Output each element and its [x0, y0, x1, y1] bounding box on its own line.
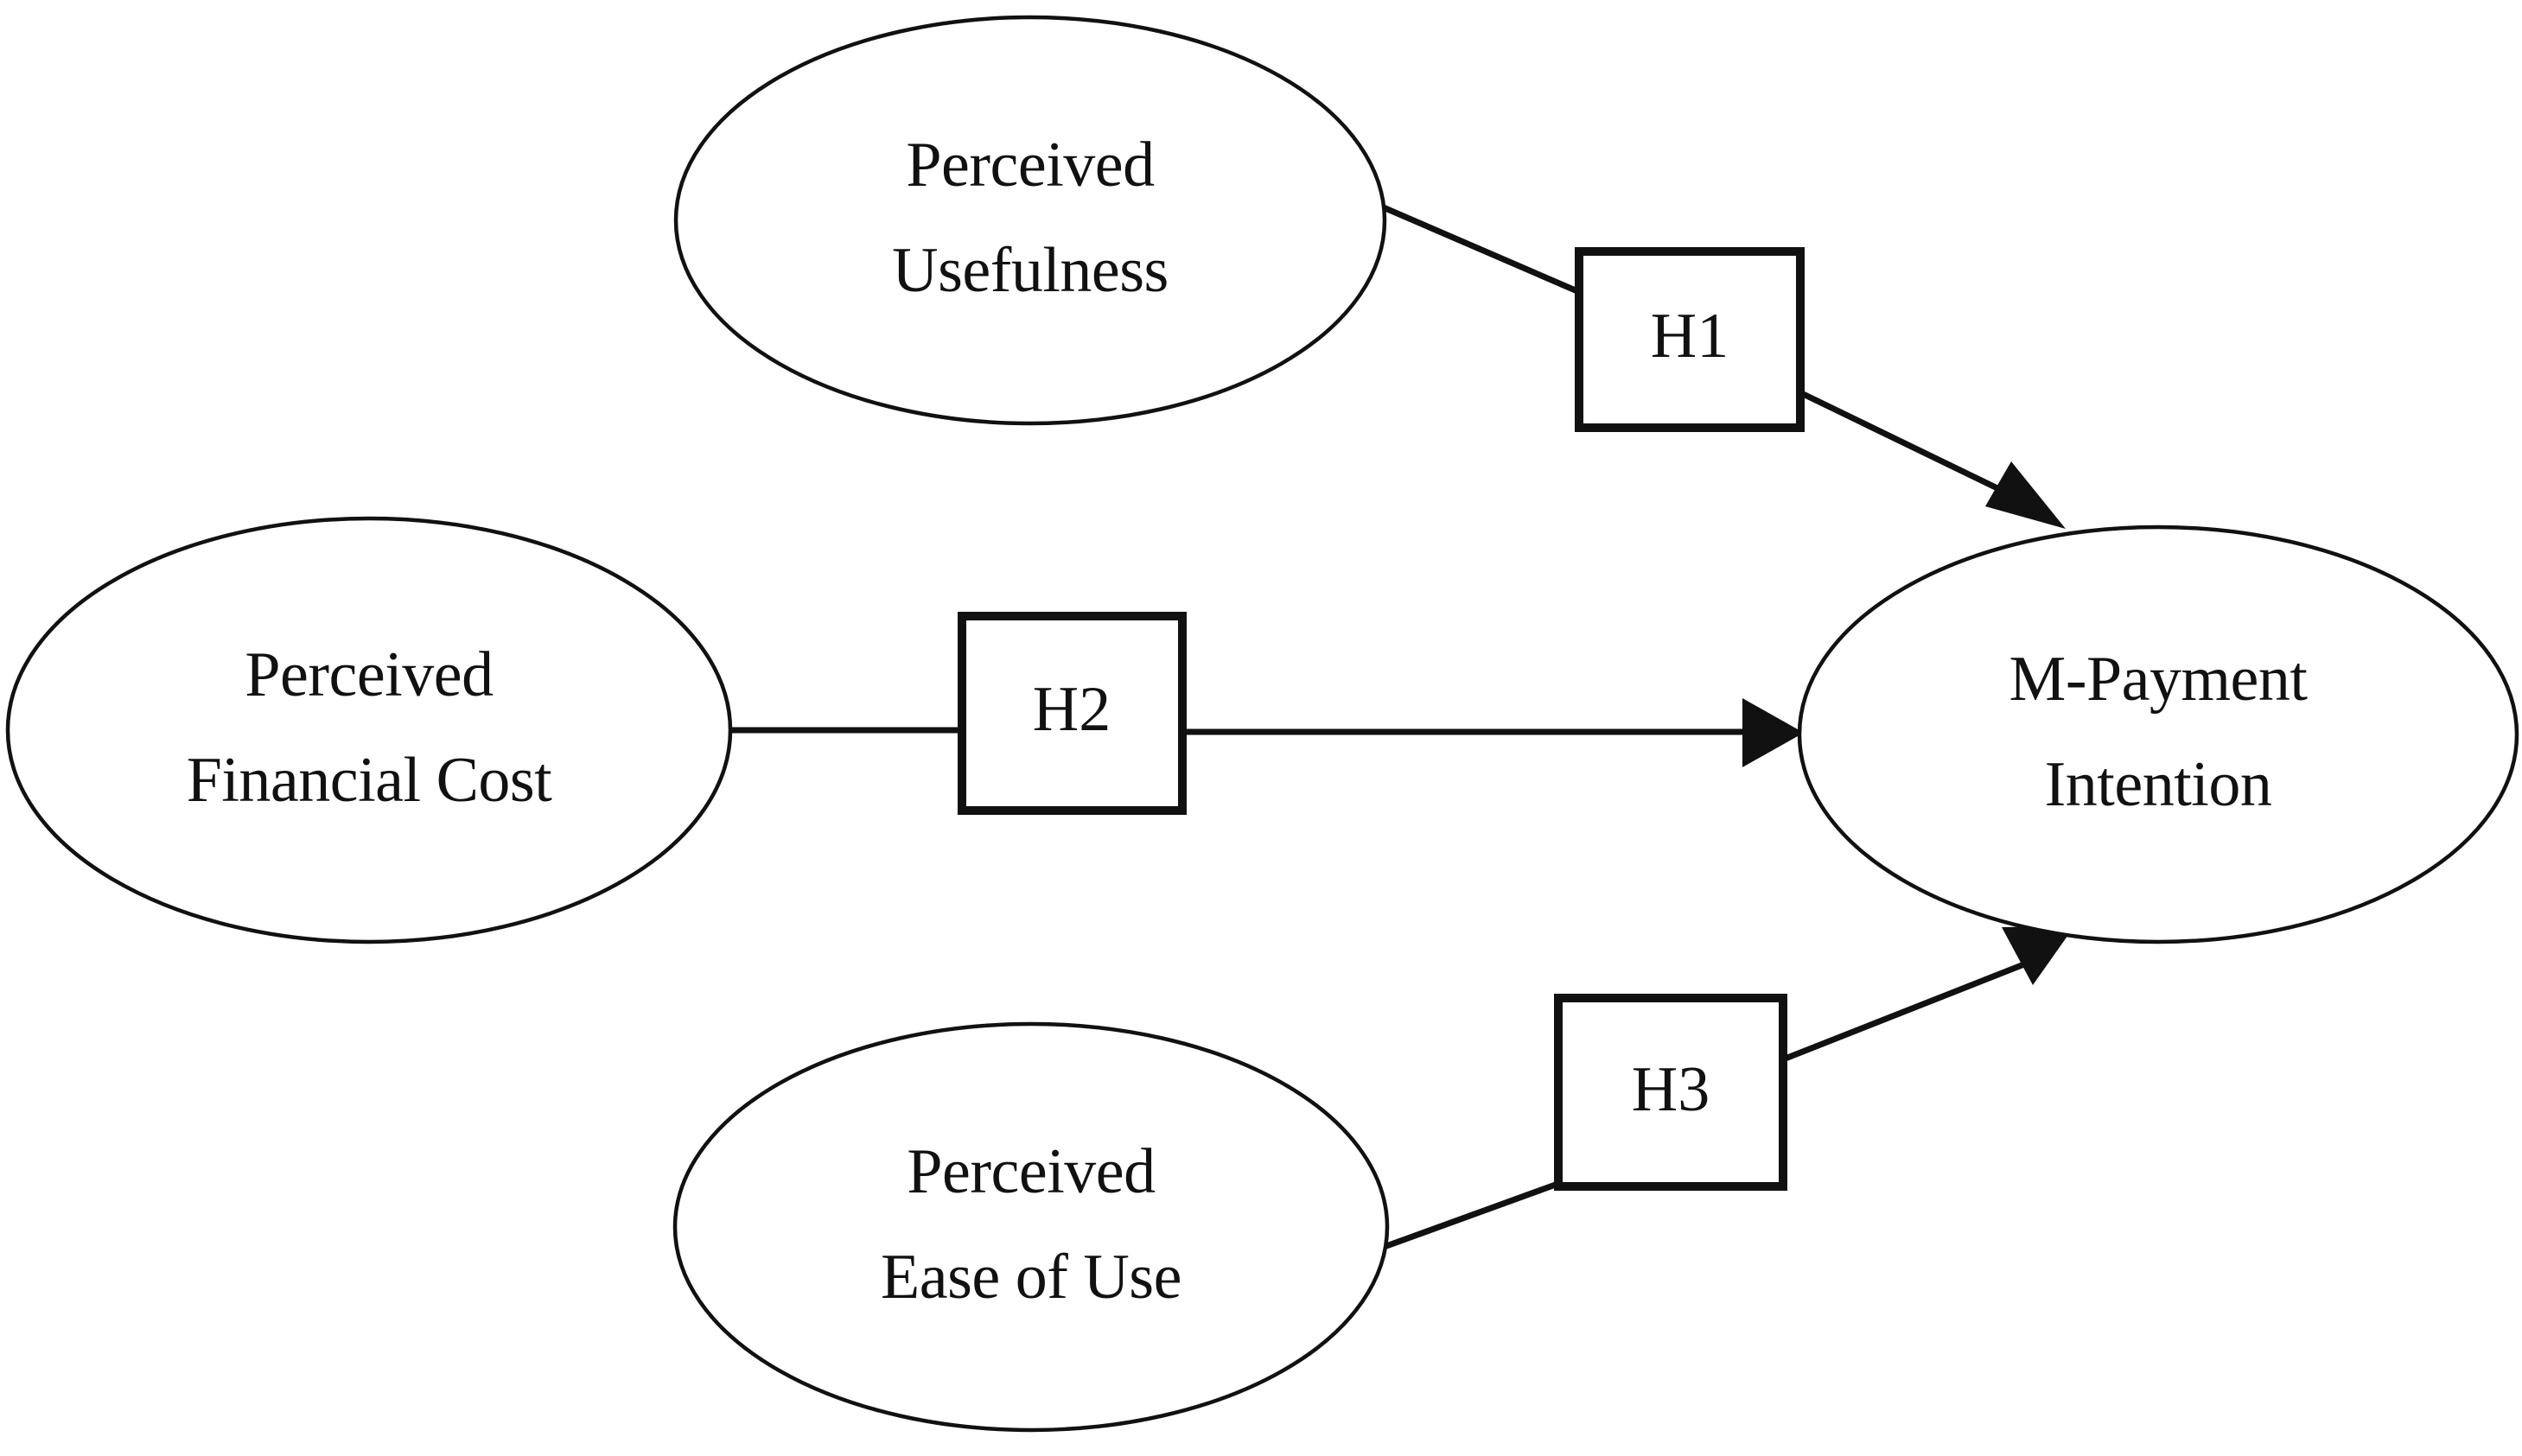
connector-usefulness-to-h1 [1366, 197, 1585, 297]
node-perceived-ease-of-use-line1: Perceived [907, 1136, 1156, 1207]
node-perceived-financial-cost-line1: Perceived [245, 639, 494, 710]
node-m-payment-intention[interactable]: M-Payment Intention [1797, 525, 2519, 944]
node-perceived-usefulness-shape [673, 15, 1387, 426]
hypothesis-box-h3-shape [1554, 994, 1787, 1191]
node-m-payment-intention-shape [1797, 525, 2519, 944]
connector-easeofuse-to-h3 [1366, 1179, 1564, 1256]
connector-line-easeofuse-h3 [1366, 1179, 1564, 1256]
connector-h3-to-intention [1777, 926, 2074, 1065]
hypothesis-box-h2-shape [958, 612, 1187, 815]
hypothesis-box-h2[interactable]: H2 [958, 612, 1187, 815]
node-perceived-usefulness-line2: Usefulness [892, 235, 1169, 306]
node-perceived-ease-of-use-line2: Ease of Use [881, 1242, 1181, 1313]
hypothesis-box-h1[interactable]: H1 [1575, 247, 1805, 432]
node-perceived-ease-of-use-shape [672, 1021, 1390, 1433]
hypothesis-box-h1-label: H1 [1651, 301, 1729, 372]
hypothesis-box-h1-shape [1575, 247, 1805, 432]
node-m-payment-intention-line2: Intention [2045, 749, 2272, 820]
connector-line-h1-intention [1794, 387, 2031, 507]
node-perceived-financial-cost[interactable]: Perceived Financial Cost [5, 516, 733, 944]
node-perceived-financial-cost-line2: Financial Cost [187, 745, 553, 816]
connector-h2-to-intention [1179, 698, 1804, 767]
arrowhead-h2-icon [1742, 698, 1804, 767]
connector-h1-to-intention [1794, 387, 2066, 529]
arrowhead-h3-icon [2002, 926, 2074, 985]
node-perceived-usefulness[interactable]: Perceived Usefulness [673, 15, 1387, 426]
connector-line-h3-intention [1777, 957, 2035, 1065]
hypothesis-box-h3-label: H3 [1632, 1054, 1710, 1125]
arrowhead-h1-icon [1985, 461, 2066, 529]
node-m-payment-intention-line1: M-Payment [2009, 644, 2309, 715]
hypothesis-box-h2-label: H2 [1033, 674, 1111, 745]
node-perceived-financial-cost-shape [5, 516, 733, 944]
hypothesis-box-h3[interactable]: H3 [1554, 994, 1787, 1191]
node-perceived-ease-of-use[interactable]: Perceived Ease of Use [672, 1021, 1390, 1433]
node-perceived-usefulness-line1: Perceived [906, 130, 1155, 200]
connector-line-usefulness-h1 [1366, 197, 1585, 297]
